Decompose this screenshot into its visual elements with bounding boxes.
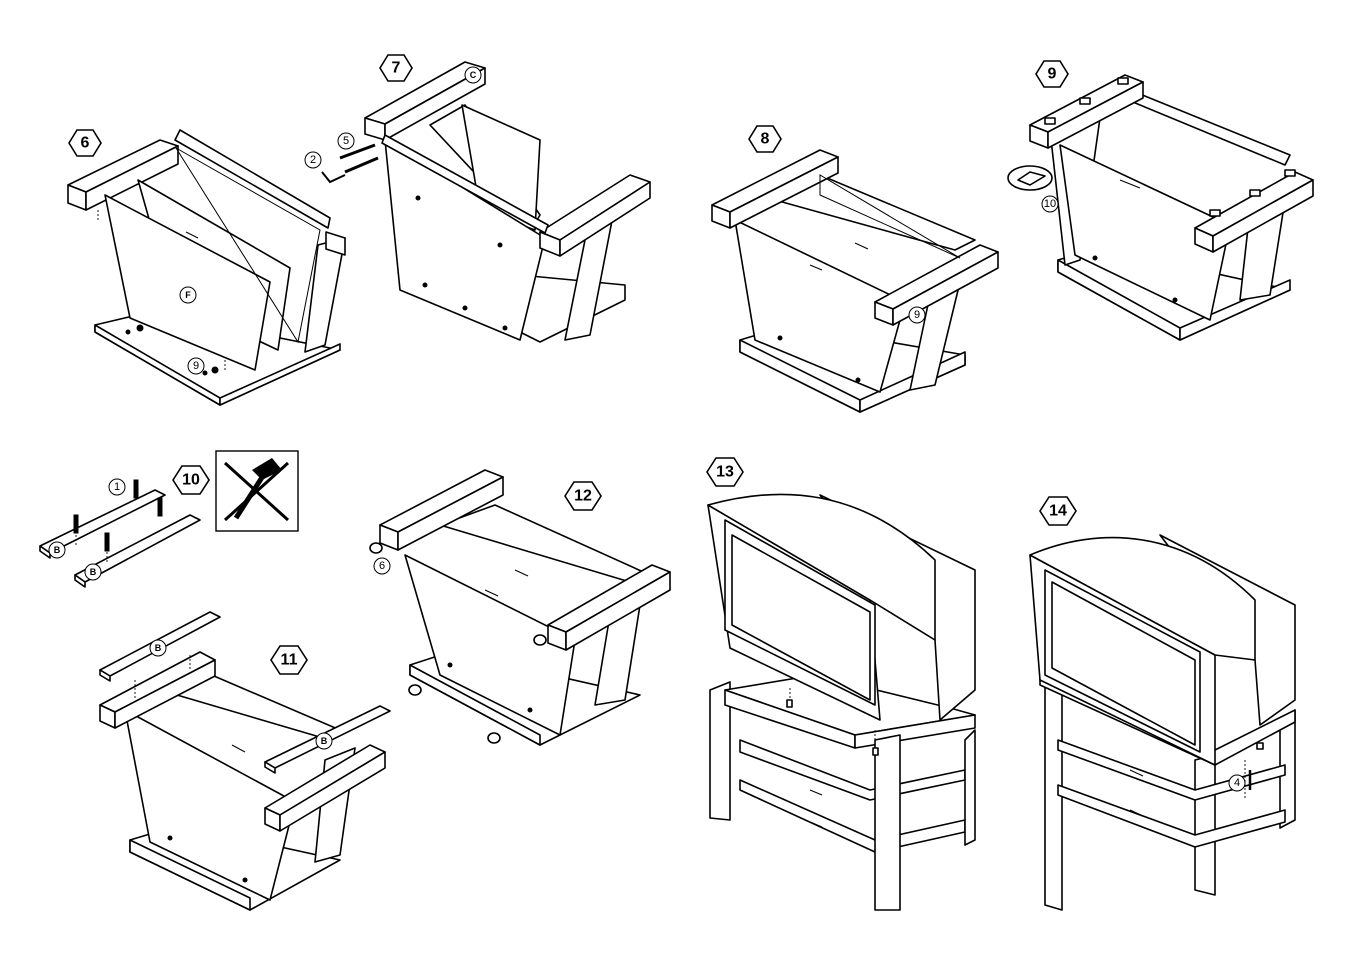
callout-10-step9: 10 (1044, 198, 1056, 210)
step-14-number: 14 (1049, 503, 1067, 520)
part-label-b3: B (155, 643, 162, 653)
part-label-c: C (470, 70, 477, 80)
step-10-badge: 10 (173, 466, 209, 494)
step-12-number: 12 (574, 488, 592, 505)
step-7-badge: 7 (380, 55, 412, 81)
step-12-badge: 12 (565, 482, 601, 510)
step-14-illustration: 4 (1030, 535, 1295, 910)
step-11-illustration: B B (100, 612, 390, 910)
step-6-number: 6 (81, 135, 90, 152)
callout-9-step8: 9 (914, 309, 920, 321)
callout-1-step10: 1 (114, 481, 120, 493)
part-label-f: F (185, 290, 191, 300)
step-10-illustration: B B 1 (40, 451, 298, 587)
step-11-number: 11 (281, 652, 298, 669)
step-12-illustration: 6 (370, 470, 670, 745)
step-11-badge: 11 (271, 646, 307, 674)
step-10-number: 10 (182, 472, 200, 489)
step-13-number: 13 (716, 464, 734, 481)
step-9-illustration: 10 (1008, 75, 1313, 340)
step-8-illustration: 9 (712, 150, 998, 412)
step-9-badge: 9 (1036, 61, 1068, 87)
step-14-badge: 14 (1040, 497, 1076, 525)
step-8-number: 8 (761, 131, 770, 148)
step-7-number: 7 (392, 60, 401, 77)
callout-6-step12: 6 (379, 560, 385, 572)
step-6-illustration: F 9 (68, 130, 345, 405)
step-7-illustration: C 5 2 (305, 62, 650, 342)
part-label-b1: B (54, 545, 61, 555)
step-6-badge: 6 (69, 130, 101, 156)
callout-5-step7: 5 (343, 135, 349, 147)
part-label-b2: B (90, 567, 97, 577)
step-13-badge: 13 (707, 458, 743, 486)
callout-2-step7: 2 (310, 154, 316, 166)
callout-9-step6: 9 (193, 360, 199, 372)
step-9-number: 9 (1048, 66, 1057, 83)
step-8-badge: 8 (749, 126, 781, 152)
part-label-b4: B (321, 736, 328, 746)
callout-4-step14: 4 (1234, 777, 1240, 789)
step-13-illustration (708, 494, 975, 910)
